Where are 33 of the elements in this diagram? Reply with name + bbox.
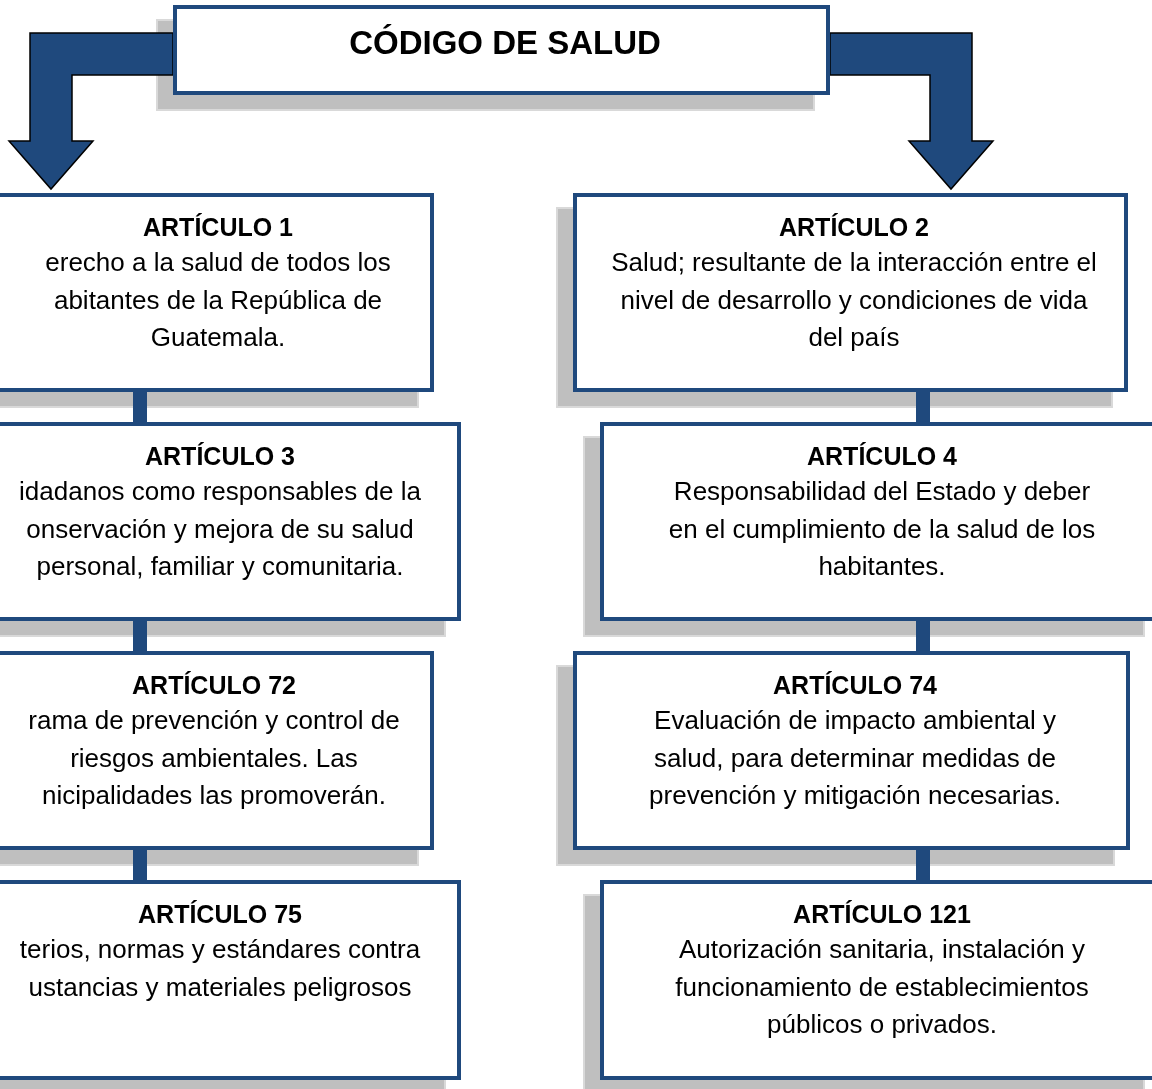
article-text: Responsabilidad del Estado y deber en el cumplimiento de la salud de los habitantes. bbox=[667, 475, 1097, 583]
article-text: terios, normas y estándares contra ustancias y materiales peligrosos bbox=[18, 933, 422, 1004]
connector-bar bbox=[916, 850, 930, 880]
connector-bar bbox=[916, 392, 930, 422]
block-arrow bbox=[829, 32, 995, 191]
article-text: rama de prevención y control de riesgos ambientales. Las nicipalidades las promoverán. bbox=[27, 704, 401, 812]
article-heading: ARTÍCULO 74 bbox=[772, 670, 938, 701]
article-box bbox=[0, 193, 434, 392]
article-box bbox=[573, 193, 1128, 392]
article-box bbox=[0, 422, 461, 621]
connector-bar bbox=[133, 392, 147, 422]
article-text: erecho a la salud de todos los abitantes de la República de Guatemala. bbox=[44, 246, 392, 354]
connector-bar bbox=[133, 621, 147, 651]
article-heading: ARTÍCULO 72 bbox=[131, 670, 297, 701]
article-box bbox=[600, 422, 1152, 621]
article-text: idadanos como responsables de la onservación y mejora de su salud personal, familiar y comunitaria. bbox=[18, 475, 422, 583]
article-box bbox=[600, 880, 1152, 1080]
article-text: Evaluación de impacto ambiental y salud, para determinar medidas de prevención y mitigación necesarias. bbox=[648, 704, 1062, 812]
title-box bbox=[173, 5, 830, 95]
article-heading: ARTÍCULO 3 bbox=[144, 441, 296, 472]
article-text: Salud; resultante de la interacción entre el nivel de desarrollo y condiciones de vida del país bbox=[610, 246, 1098, 354]
article-heading: ARTÍCULO 75 bbox=[137, 899, 303, 930]
article-box bbox=[0, 880, 461, 1080]
block-arrow bbox=[7, 32, 174, 191]
article-heading: ARTÍCULO 2 bbox=[778, 212, 930, 243]
article-heading: ARTÍCULO 1 bbox=[142, 212, 294, 243]
connector-bar bbox=[133, 850, 147, 880]
article-heading: ARTÍCULO 121 bbox=[792, 899, 972, 930]
article-box bbox=[573, 651, 1130, 850]
article-text: Autorización sanitaria, instalación y funcionamiento de establecimientos públicos o privados. bbox=[674, 933, 1090, 1041]
connector-bar bbox=[916, 621, 930, 651]
article-heading: ARTÍCULO 4 bbox=[806, 441, 958, 472]
article-box bbox=[0, 651, 434, 850]
